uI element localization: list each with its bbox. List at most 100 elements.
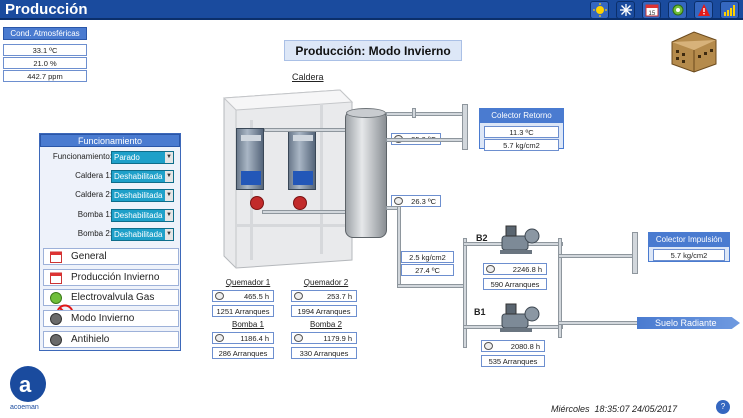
- colector-retorno-title: Colector Retorno: [480, 109, 563, 123]
- sun-icon[interactable]: [590, 1, 609, 19]
- chevron-down-icon: ▼: [165, 229, 173, 240]
- nav-electrovalvula-gas-button[interactable]: Electrovalvula Gas: [43, 289, 179, 306]
- pump-b1-hours: 2080.8 h: [481, 340, 545, 352]
- quemador-2-starts: 1994 Arranques: [291, 305, 357, 317]
- bomba-2-starts: 330 Arranques: [291, 347, 357, 359]
- row-caldera-2: Caldera 2: Deshabilitada▼: [40, 188, 180, 204]
- colector-impulsion-pressure: 5.7 kg/cm2: [653, 249, 725, 261]
- status-gray-icon: [50, 313, 62, 325]
- nav-modo-invierno-button[interactable]: Modo Invierno: [43, 310, 179, 327]
- suelo-radiante-arrow: Suelo Radiante: [637, 317, 740, 329]
- caldera-1-module[interactable]: [236, 128, 264, 190]
- colector-impulsion-panel: Colector Impulsión 5.7 kg/cm2: [648, 232, 730, 262]
- storage-tank: [345, 110, 387, 238]
- collector-return-bar: [462, 104, 468, 150]
- colector-retorno-panel: Colector Retorno 11.3 ºC 5.7 kg/cm2: [479, 108, 564, 151]
- funcionamiento-title: Funcionamiento: [40, 134, 180, 147]
- caldera-2-module[interactable]: [288, 128, 316, 190]
- pipe: [558, 238, 562, 338]
- colector-retorno-pressure: 5.7 kg/cm2: [484, 139, 559, 151]
- gear-icon[interactable]: [668, 1, 687, 19]
- bomba-2-title: Bomba 2: [309, 320, 343, 329]
- calendar-icon: [50, 272, 62, 284]
- chart-icon[interactable]: [720, 1, 739, 19]
- outlet-pressure: 2.5 kg/cm2: [401, 251, 454, 263]
- pipe: [463, 238, 467, 348]
- pipe: [558, 254, 636, 258]
- calendar-icon: [50, 251, 62, 263]
- chevron-down-icon: ▼: [165, 190, 173, 201]
- acoeman-logo: a: [4, 364, 56, 408]
- colector-retorno-temp: 11.3 ºC: [484, 126, 559, 138]
- funcionamiento-select[interactable]: Parado▼: [111, 151, 174, 164]
- row-caldera-1: Caldera 1: Deshabilitada▼: [40, 169, 180, 185]
- row-funcionamiento: Funcionamiento: Parado▼: [40, 150, 180, 166]
- chevron-down-icon: ▼: [165, 171, 173, 182]
- bomba-2-label: Bomba 2:: [77, 229, 112, 238]
- help-icon[interactable]: ?: [716, 400, 730, 414]
- app-title: Producción: [5, 1, 88, 18]
- status-green-icon: [50, 292, 62, 304]
- logo-text: acoeman: [10, 404, 39, 411]
- caldera-2-label: Caldera 2:: [75, 190, 112, 199]
- atmos-panel-title: Cond. Atmosféricas: [3, 27, 87, 40]
- quemador-1-hours: 465.5 h: [212, 290, 274, 302]
- caldera-1-select[interactable]: Deshabilitada▼: [111, 170, 174, 183]
- alarm-warning-icon[interactable]: [694, 1, 713, 19]
- outlet-temp: 27.4 ºC: [401, 264, 454, 276]
- bomba-2-select[interactable]: Deshabilitada▼: [111, 228, 174, 241]
- nav-produccion-invierno-button[interactable]: Producción Invierno: [43, 269, 179, 286]
- tank-top: [346, 108, 386, 118]
- return-pipe: [386, 138, 466, 142]
- pump-b1-image[interactable]: [498, 300, 540, 334]
- pump-caldera-2-icon: [293, 196, 307, 210]
- pump-b2-starts: 590 Arranques: [483, 278, 547, 290]
- quemador-1-title: Quemador 1: [225, 278, 271, 287]
- atmos-co2: 442.7 ppm: [3, 70, 87, 82]
- snowflake-icon[interactable]: [616, 1, 635, 19]
- collector-supply-bar: [632, 232, 638, 274]
- funcionamiento-panel: Funcionamiento Funcionamiento: Parado▼ C…: [39, 133, 181, 351]
- bomba-1-hours: 1186.4 h: [212, 332, 274, 344]
- top-bar: [0, 0, 743, 20]
- tank-mid-temp: 26.3 ºC: [391, 195, 441, 207]
- funcionamiento-label: Funcionamiento:: [52, 152, 112, 161]
- bomba-2-hours: 1179.9 h: [291, 332, 357, 344]
- pump-b1-label: B1: [474, 307, 486, 317]
- pipe: [264, 128, 346, 132]
- row-bomba-1: Bomba 1: Deshabilitada▼: [40, 208, 180, 224]
- quemador-1-starts: 1251 Arranques: [212, 305, 274, 317]
- pipe: [397, 284, 467, 288]
- nav-antihielo-button[interactable]: Antihielo: [43, 331, 179, 348]
- caldera-2-select[interactable]: Deshabilitada▼: [111, 189, 174, 202]
- building-icon[interactable]: [668, 28, 720, 74]
- svg-text:15: 15: [648, 11, 655, 17]
- atmos-temperature: 33.1 ºC: [3, 44, 87, 56]
- pipe: [558, 321, 638, 325]
- pipe: [412, 108, 416, 118]
- datetime-status: Miércoles 18:35:07 24/05/2017: [551, 404, 678, 414]
- calendar-icon[interactable]: 15: [642, 1, 661, 19]
- bomba-1-starts: 286 Arranques: [212, 347, 274, 359]
- pump-b2-image[interactable]: [498, 222, 540, 256]
- pump-b2-hours: 2246.8 h: [483, 263, 547, 275]
- row-bomba-2: Bomba 2: Deshabilitada▼: [40, 227, 180, 243]
- pump-b2-label: B2: [476, 233, 488, 243]
- pump-caldera-1-icon: [250, 196, 264, 210]
- caldera-label: Caldera: [292, 72, 324, 82]
- pipe: [262, 210, 346, 214]
- colector-impulsion-title: Colector Impulsión: [649, 233, 729, 247]
- bomba-1-label: Bomba 1:: [77, 210, 112, 219]
- chevron-down-icon: ▼: [165, 210, 173, 221]
- bomba-1-select[interactable]: Deshabilitada▼: [111, 209, 174, 222]
- page-title: Producción: Modo Invierno: [284, 40, 462, 61]
- pump-b1-starts: 535 Arranques: [481, 355, 545, 367]
- caldera-1-label: Caldera 1:: [75, 171, 112, 180]
- atmos-humidity: 21.0 %: [3, 57, 87, 69]
- return-pipe: [386, 112, 466, 116]
- quemador-2-title: Quemador 2: [303, 278, 349, 287]
- bomba-1-title: Bomba 1: [231, 320, 265, 329]
- nav-general-button[interactable]: General: [43, 248, 179, 265]
- status-gray-icon: [50, 334, 62, 346]
- svg-text:a: a: [19, 372, 32, 397]
